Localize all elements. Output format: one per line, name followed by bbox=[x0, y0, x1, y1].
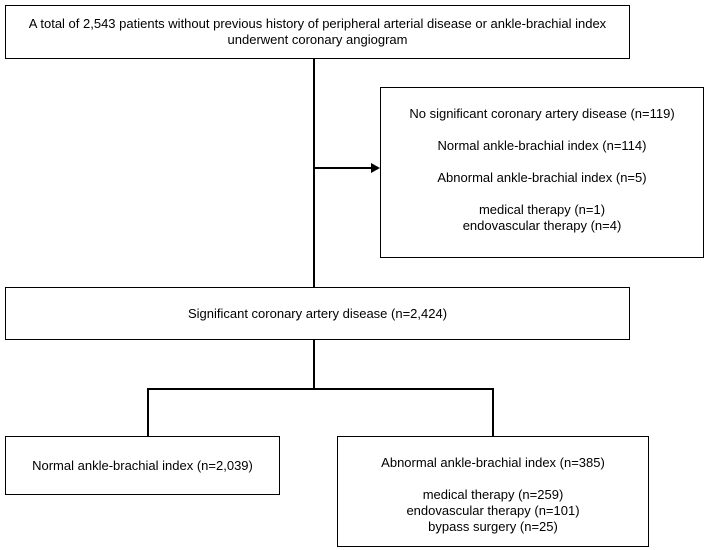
significant-cad-box: Significant coronary artery disease (n=2… bbox=[5, 287, 630, 340]
connector-horizontal-split bbox=[147, 388, 494, 390]
connector-to-normal-abi bbox=[147, 388, 149, 436]
excluded-abnormal-abi-text: Abnormal ankle-brachial index (n=5) bbox=[437, 170, 647, 185]
abnormal-bypass-surgery-text: bypass surgery (n=25) bbox=[428, 519, 558, 534]
abnormal-endovascular-therapy-text: endovascular therapy (n=101) bbox=[406, 503, 580, 518]
normal-abi-text: Normal ankle-brachial index (n=2,039) bbox=[32, 457, 253, 473]
excluded-normal-abi-text: Normal ankle-brachial index (n=114) bbox=[437, 138, 647, 153]
no-significant-cad-text: No significant coronary artery disease (… bbox=[409, 106, 675, 121]
connector-top-to-mid bbox=[313, 59, 315, 287]
total-patients-box: A total of 2,543 patients without previo… bbox=[5, 5, 630, 59]
connector-to-abnormal-abi bbox=[492, 388, 494, 436]
abnormal-medical-therapy-text: medical therapy (n=259) bbox=[422, 487, 564, 502]
total-patients-text: A total of 2,543 patients without previo… bbox=[28, 16, 607, 47]
no-significant-cad-box: No significant coronary artery disease (… bbox=[380, 87, 704, 258]
connector-mid-down bbox=[313, 340, 315, 389]
normal-abi-box: Normal ankle-brachial index (n=2,039) bbox=[5, 436, 280, 495]
arrowhead-to-excluded bbox=[371, 163, 380, 173]
excluded-endovascular-therapy-text: endovascular therapy (n=4) bbox=[462, 218, 622, 233]
abnormal-abi-box: Abnormal ankle-brachial index (n=385) me… bbox=[337, 436, 649, 547]
excluded-medical-therapy-text: medical therapy (n=1) bbox=[478, 202, 606, 217]
abnormal-abi-text: Abnormal ankle-brachial index (n=385) bbox=[381, 455, 605, 470]
connector-to-excluded bbox=[314, 167, 372, 169]
significant-cad-text: Significant coronary artery disease (n=2… bbox=[187, 305, 448, 321]
